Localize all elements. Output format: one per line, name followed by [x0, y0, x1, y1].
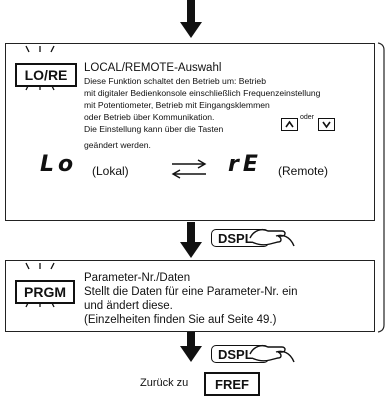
- prgm-key[interactable]: PRGM: [15, 280, 75, 304]
- dspl-label-1: DSPL: [218, 230, 253, 246]
- description-line-6: geändert werden.: [84, 140, 151, 150]
- parameter-line-3: (Einzelheiten finden Sie auf Seite 49.): [84, 314, 277, 326]
- label-local: (Lokal): [92, 164, 129, 178]
- description-line-3: mit Potentiometer, Betrieb mit Eingangsk…: [84, 100, 270, 110]
- pressing-hand-icon-1: [249, 229, 295, 247]
- down-triangle-icon: [322, 121, 331, 129]
- description-line-1: Diese Funktion schaltet den Betrieb um: …: [84, 76, 266, 86]
- dspl-label-2: DSPL: [218, 346, 253, 362]
- parameter-title: Parameter-Nr./Daten: [84, 272, 191, 284]
- lo-re-key[interactable]: LO/RE: [15, 63, 77, 87]
- description-line-5: Die Einstellung kann über die Tasten: [84, 124, 224, 134]
- description-line-2: mit digitaler Bedienkonsole einschließli…: [84, 88, 321, 98]
- fref-key[interactable]: FREF: [204, 372, 260, 396]
- parameter-line-1: Stellt die Daten für eine Parameter-Nr. …: [84, 286, 298, 298]
- display-local: Lo: [40, 152, 78, 177]
- parameter-line-2: und ändert diese.: [84, 300, 173, 312]
- down-arrow-key[interactable]: [318, 118, 335, 131]
- display-remote: rE: [228, 152, 262, 177]
- switch-arrows-icon: [171, 159, 207, 179]
- local-remote-title: LOCAL/REMOTE-Auswahl: [84, 62, 222, 74]
- return-to-text: Zurück zu: [140, 377, 189, 389]
- up-arrow-key[interactable]: [281, 118, 298, 131]
- label-remote: (Remote): [278, 164, 329, 178]
- oder-label: oder: [300, 114, 315, 121]
- pressing-hand-icon-2: [249, 345, 295, 363]
- up-triangle-icon: [285, 120, 294, 128]
- description-line-4: oder Betrieb über Kommunikation.: [84, 112, 215, 122]
